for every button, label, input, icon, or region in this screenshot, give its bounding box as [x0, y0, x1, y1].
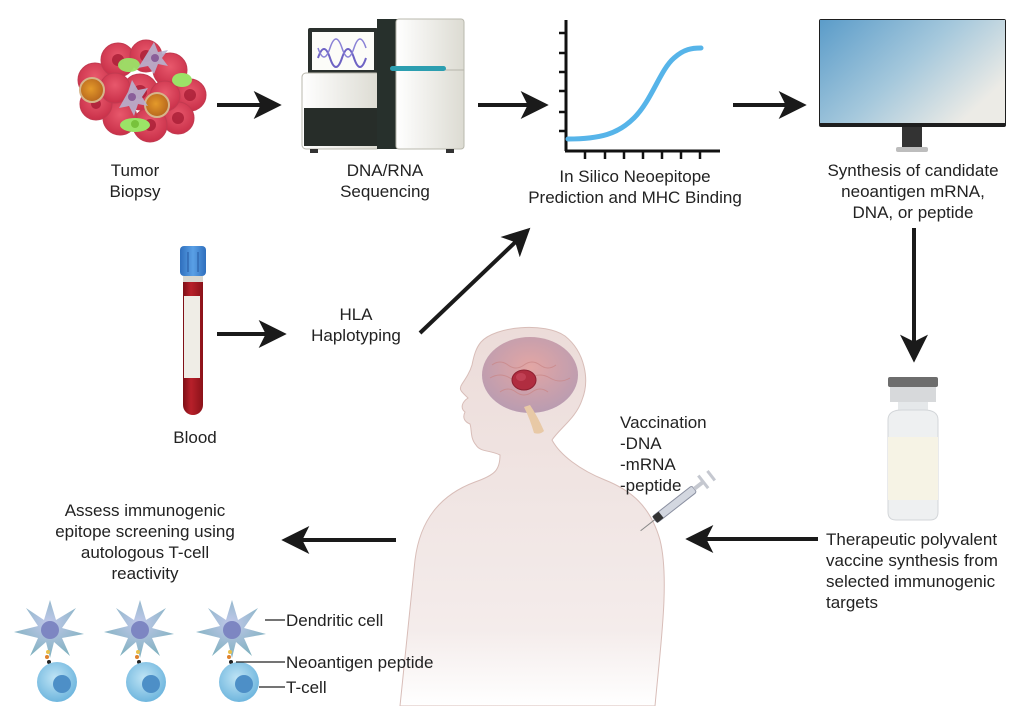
- label-line: autologous T-cell: [80, 543, 210, 562]
- dendritic-cell-3: [196, 600, 266, 658]
- assess-screening-label: Assess immunogenic epitope screening usi…: [25, 500, 265, 584]
- immune-cell-cluster: [14, 600, 285, 702]
- blood-label: Blood: [173, 428, 217, 447]
- label-line: DNA, or peptide: [852, 203, 974, 222]
- patient-with-brain-tumor-icon: [399, 326, 665, 706]
- neoantigen-peptides: [45, 650, 233, 664]
- arrow-hla-to-prediction: [418, 227, 531, 335]
- label-line: Tumor: [110, 161, 160, 180]
- label-line: Sequencing: [340, 182, 430, 201]
- dendritic-cell-1: [14, 600, 84, 658]
- label-line: targets: [826, 593, 878, 612]
- hla-haplotyping-label: HLA Haplotyping: [296, 304, 416, 346]
- label-line: Prediction and MHC Binding: [528, 188, 742, 207]
- vaccination-item: -DNA: [620, 434, 662, 453]
- label-line: HLA: [339, 305, 373, 324]
- sigmoid-curve-chart-icon: [559, 20, 720, 159]
- label-line: neoantigen mRNA,: [841, 182, 985, 201]
- label-line: selected immunogenic: [826, 572, 996, 591]
- label-line: Biopsy: [109, 182, 161, 201]
- label-line: vaccine synthesis from: [826, 551, 998, 570]
- flow-arrows: [217, 91, 928, 554]
- legend-leader-lines: [236, 619, 285, 688]
- label-line: Synthesis of candidate: [827, 161, 999, 180]
- label-line: Haplotyping: [311, 326, 401, 345]
- label-line: DNA/RNA: [346, 161, 424, 180]
- prediction-label: In Silico Neoepitope Prediction and MHC …: [510, 166, 760, 208]
- syringe-icon: [640, 470, 717, 532]
- dendritic-cell-2: [104, 600, 174, 658]
- binding-curve: [565, 45, 704, 142]
- label-line: reactivity: [111, 564, 179, 583]
- label-line: epitope screening using: [55, 522, 235, 541]
- label-line: In Silico Neoepitope: [559, 167, 711, 186]
- y-axis-ticks: [559, 31, 566, 133]
- vaccination-item: -peptide: [620, 476, 682, 495]
- vaccination-label: Vaccination -DNA -mRNA -peptide: [620, 412, 707, 496]
- legend-t-cell: T-cell: [286, 678, 327, 697]
- t-cells: [37, 662, 259, 702]
- tumor-cells-icon: [77, 39, 207, 143]
- label-line: Therapeutic polyvalent: [826, 530, 998, 549]
- sequencer-machine-icon: [301, 18, 465, 153]
- label-line: Assess immunogenic: [64, 501, 226, 520]
- tumor-biopsy-label: Tumor Biopsy: [95, 160, 175, 202]
- legend-neoantigen-peptide: Neoantigen peptide: [286, 653, 434, 672]
- vaccination-item: -mRNA: [620, 455, 676, 474]
- x-axis-ticks: [583, 151, 702, 159]
- vaccination-title: Vaccination: [620, 413, 707, 432]
- vaccine-vial-icon: [887, 377, 939, 521]
- legend-dendritic-cell: Dendritic cell: [286, 611, 384, 630]
- blood-tube-icon: [180, 246, 206, 415]
- computer-monitor-icon: [819, 19, 1006, 152]
- vaccine-synthesis-label: Therapeutic polyvalent vaccine synthesis…: [826, 529, 998, 613]
- synthesis-label: Synthesis of candidate neoantigen mRNA, …: [808, 160, 1018, 223]
- sequencing-label: DNA/RNA Sequencing: [320, 160, 450, 202]
